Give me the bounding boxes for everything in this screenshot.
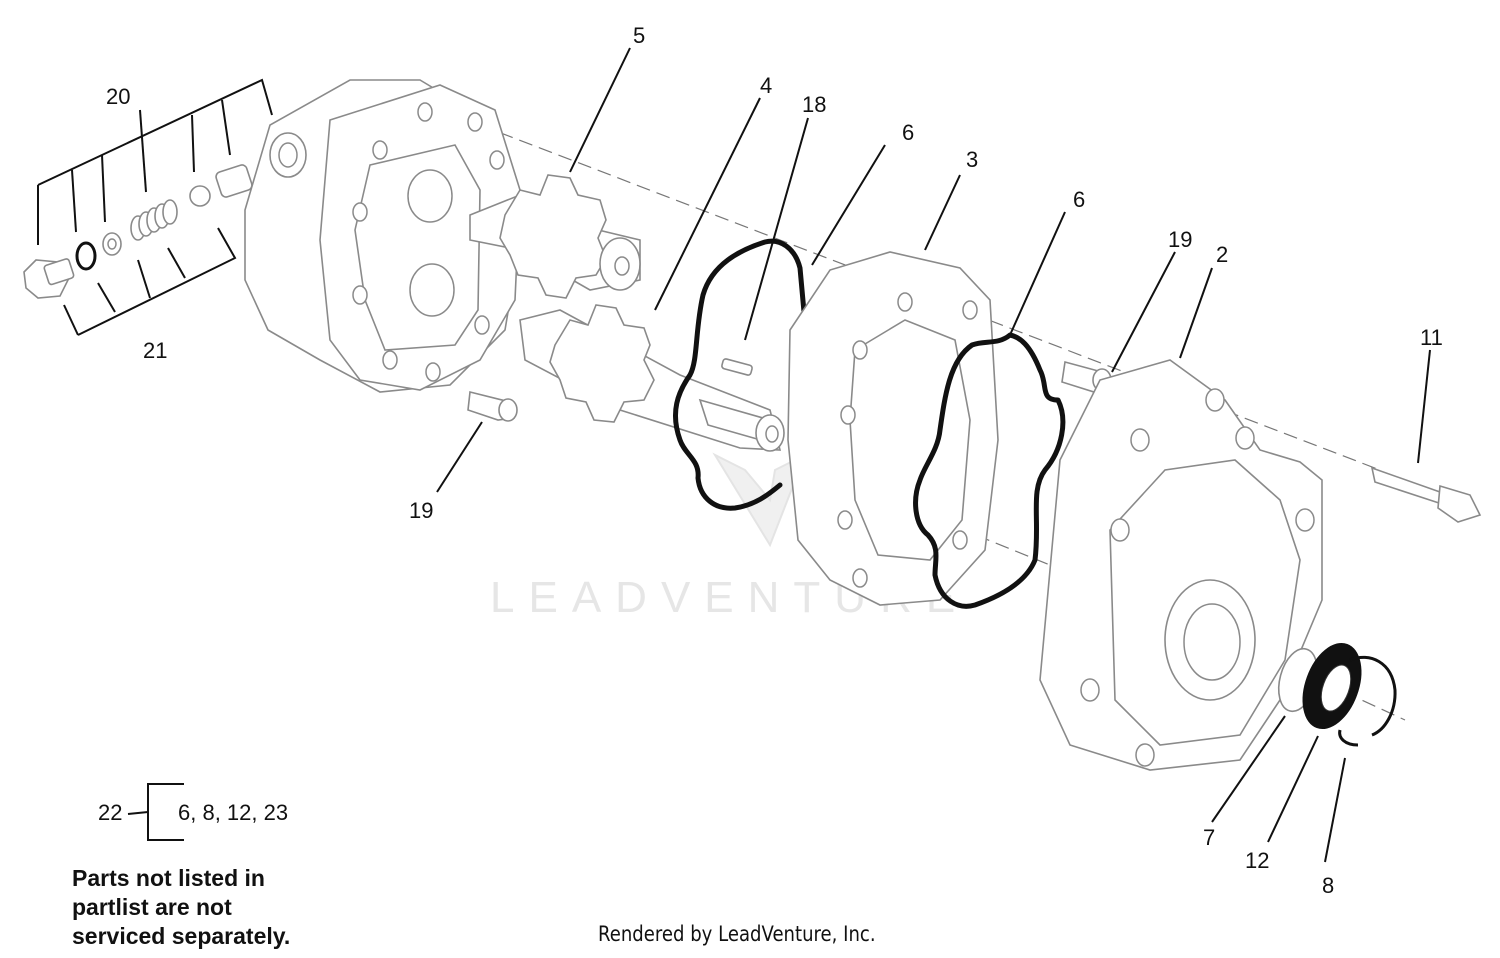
callout-6b: 6 (1073, 187, 1085, 212)
callouts: 20 21 5 4 18 6 3 6 19 2 11 19 7 12 8 (106, 23, 1443, 898)
kit-contents: 6, 8, 12, 23 (178, 800, 289, 825)
dowel-pin-left (467, 391, 518, 422)
service-note: Parts not listed in partlist are not ser… (72, 864, 372, 951)
gear-body-plate (787, 251, 999, 606)
shaft-seal-group (1277, 642, 1397, 747)
driven-gear-lower (519, 304, 785, 452)
drive-gear-upper (469, 174, 641, 299)
callout-4: 4 (760, 73, 772, 98)
cap-screw (1370, 466, 1482, 523)
callout-8: 8 (1322, 873, 1334, 898)
callout-19-left: 19 (409, 498, 433, 523)
retaining-ring (1338, 655, 1397, 747)
rear-cover (1039, 359, 1323, 771)
shaft-key (721, 358, 753, 376)
valve-seat (215, 164, 253, 198)
callout-5: 5 (633, 23, 645, 48)
kit-bracket (127, 783, 184, 841)
service-note-line-3: serviced separately. (72, 923, 291, 949)
kit-number: 22 (98, 800, 123, 825)
callout-11: 11 (1420, 325, 1443, 350)
callout-20: 20 (106, 84, 130, 109)
callout-3: 3 (966, 147, 978, 172)
render-credit: Rendered by LeadVenture, Inc. (598, 922, 876, 946)
callout-21: 21 (143, 338, 167, 363)
leader-lines (37, 47, 1431, 863)
service-note-line-1: Parts not listed in (72, 865, 265, 891)
callout-18: 18 (802, 92, 826, 117)
gasket-seal-left (672, 238, 807, 511)
valve-ball (189, 185, 211, 207)
callout-12: 12 (1245, 848, 1269, 873)
front-housing (244, 79, 521, 393)
callout-2: 2 (1216, 242, 1228, 267)
valve-o-ring (75, 241, 97, 271)
valve-spring (130, 199, 178, 241)
relief-valve-group (23, 164, 253, 299)
service-note-line-2: partlist are not (72, 894, 232, 920)
gasket-seal-right (913, 332, 1066, 609)
callout-19-right: 19 (1168, 227, 1192, 252)
callout-6a: 6 (902, 120, 914, 145)
callout-7: 7 (1203, 825, 1215, 850)
